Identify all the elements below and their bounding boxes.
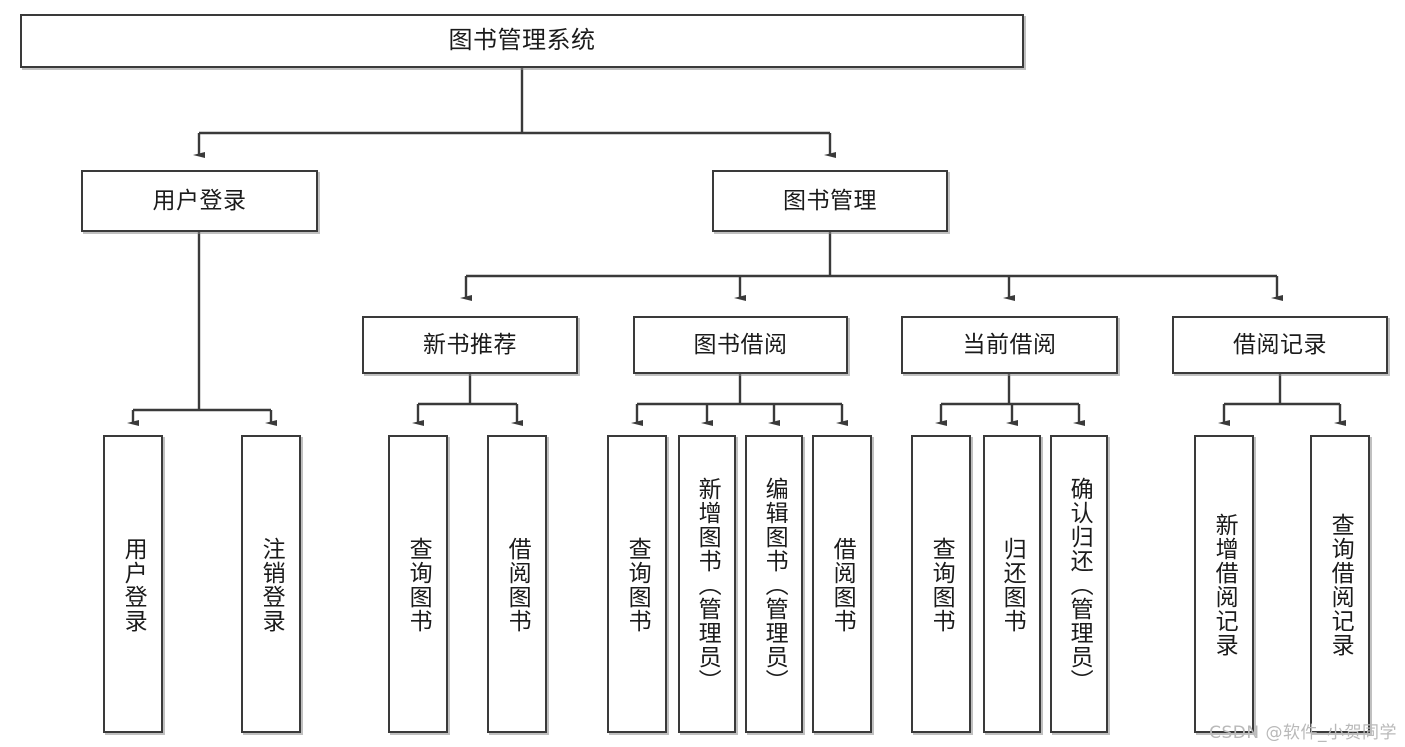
node-leaf-logout[interactable]: 注销登录 bbox=[241, 435, 301, 733]
node-leaf-confirm-return-admin[interactable]: 确认归还（管理员） bbox=[1050, 435, 1108, 733]
node-new-book-recommend[interactable]: 新书推荐 bbox=[362, 316, 578, 374]
edges-root-to-level2 bbox=[193, 68, 836, 158]
node-label: 新书推荐 bbox=[423, 331, 517, 358]
node-leaf-add-borrow-record[interactable]: 新增借阅记录 bbox=[1194, 435, 1254, 733]
node-book-borrow[interactable]: 图书借阅 bbox=[633, 316, 848, 374]
node-label: 图书管理系统 bbox=[448, 26, 596, 55]
node-label: 借阅图书 bbox=[504, 537, 531, 633]
node-leaf-borrow-books[interactable]: 借阅图书 bbox=[812, 435, 872, 733]
node-book-management[interactable]: 图书管理 bbox=[712, 170, 948, 232]
node-leaf-return-books[interactable]: 归还图书 bbox=[983, 435, 1041, 733]
node-leaf-query-borrow-record[interactable]: 查询借阅记录 bbox=[1310, 435, 1370, 733]
node-borrow-records[interactable]: 借阅记录 bbox=[1172, 316, 1388, 374]
edges-bookmgmt-to-level3 bbox=[460, 232, 1283, 301]
node-leaf-query-books-current[interactable]: 查询图书 bbox=[911, 435, 971, 733]
node-label: 注销登录 bbox=[258, 537, 285, 633]
node-current-borrow[interactable]: 当前借阅 bbox=[901, 316, 1118, 374]
node-leaf-edit-book-admin[interactable]: 编辑图书（管理员） bbox=[745, 435, 803, 733]
node-leaf-query-books-borrow[interactable]: 查询图书 bbox=[607, 435, 667, 733]
node-root-system[interactable]: 图书管理系统 bbox=[20, 14, 1024, 68]
node-label: 借阅图书 bbox=[829, 537, 856, 633]
node-label: 当前借阅 bbox=[962, 331, 1057, 358]
node-label: 图书管理 bbox=[783, 187, 877, 214]
node-label: 查询图书 bbox=[928, 537, 955, 633]
node-label: 确认归还（管理员） bbox=[1066, 477, 1093, 693]
node-user-login[interactable]: 用户登录 bbox=[81, 170, 318, 232]
node-label: 用户登录 bbox=[152, 187, 247, 214]
edges-newbook-to-leaves bbox=[412, 374, 523, 426]
node-label: 查询借阅记录 bbox=[1327, 513, 1354, 657]
edges-booklogin-to-leaves bbox=[127, 232, 277, 426]
node-label: 编辑图书（管理员） bbox=[761, 477, 788, 693]
node-label: 查询图书 bbox=[624, 537, 651, 633]
node-label: 新增借阅记录 bbox=[1211, 513, 1238, 657]
node-label: 新增图书（管理员） bbox=[694, 477, 721, 693]
node-label: 借阅记录 bbox=[1233, 331, 1327, 358]
edges-current-to-leaves bbox=[935, 374, 1085, 426]
edges-borrow-to-leaves bbox=[631, 374, 848, 426]
edges-records-to-leaves bbox=[1218, 374, 1346, 426]
node-leaf-query-books-recommend[interactable]: 查询图书 bbox=[388, 435, 448, 733]
node-leaf-user-login[interactable]: 用户登录 bbox=[103, 435, 163, 733]
node-label: 图书借阅 bbox=[693, 331, 788, 358]
node-label: 用户登录 bbox=[120, 537, 147, 633]
node-leaf-add-book-admin[interactable]: 新增图书（管理员） bbox=[678, 435, 736, 733]
node-label: 查询图书 bbox=[405, 537, 432, 633]
node-label: 归还图书 bbox=[999, 537, 1026, 633]
node-leaf-borrow-books-recommend[interactable]: 借阅图书 bbox=[487, 435, 547, 733]
